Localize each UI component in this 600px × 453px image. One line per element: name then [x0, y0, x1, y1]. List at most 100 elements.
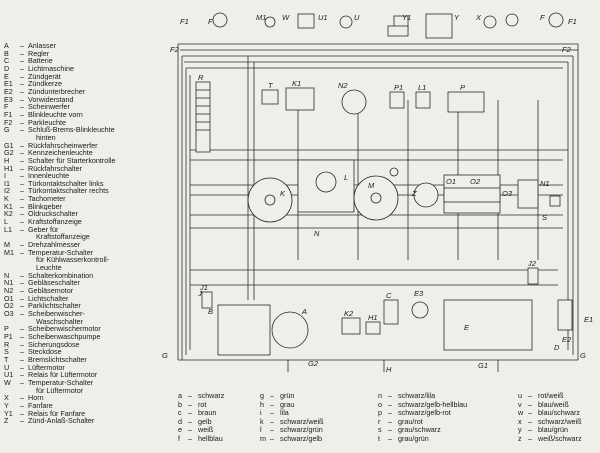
- color-name: weiß/schwarz: [538, 433, 582, 443]
- legend-item: A–Anlasser: [4, 42, 180, 50]
- label-F2-right: F2: [562, 45, 572, 54]
- legend-item: H–Schalter für Starterkontrolle: [4, 157, 180, 165]
- label-G-right: G: [580, 351, 586, 360]
- legend-dash: –: [20, 278, 24, 288]
- legend-dash: –: [20, 102, 24, 112]
- legend-text: Öldruckschalter: [28, 210, 78, 219]
- legend-code: U: [4, 362, 10, 372]
- legend-item: N2–Gebläsemotor: [4, 287, 180, 295]
- legend-dash: –: [20, 48, 24, 58]
- legend-code: B: [4, 48, 9, 58]
- color-key-item: v–blau/weiß: [518, 399, 582, 410]
- color-code: w: [518, 408, 524, 418]
- legend-code: L1: [4, 224, 12, 234]
- legend-code: Y1: [4, 408, 13, 418]
- legend-dash: –: [20, 209, 24, 219]
- legend-code: M1: [4, 247, 14, 257]
- label-L: L: [344, 173, 348, 182]
- color-code: e: [178, 425, 182, 435]
- legend-text: Temperatur-Schalter: [28, 248, 94, 257]
- color-name: schwarz/grün: [280, 425, 323, 435]
- color-code: n: [378, 391, 382, 400]
- color-key-item: t–grau/grün: [378, 433, 467, 444]
- color-name: schwarz/lila: [398, 391, 436, 400]
- legend-code: E: [4, 71, 9, 81]
- legend-text-continued: Waschschalter: [36, 316, 83, 326]
- label-R: R: [198, 73, 204, 82]
- legend-item: W–Temperatur-Schalter: [4, 379, 180, 387]
- color-name: rot/weiß: [538, 391, 564, 400]
- legend-dash: –: [20, 201, 24, 211]
- legend-dash: –: [20, 117, 24, 127]
- color-dash: –: [388, 425, 392, 435]
- legend-code: H: [4, 155, 10, 165]
- legend-item: M–Drehzahlmesser: [4, 241, 180, 249]
- legend-text: Blinkgeber: [28, 202, 62, 211]
- legend-text: Sicherungsdose: [28, 340, 80, 349]
- legend-item: E1–Zündkerze: [4, 80, 180, 88]
- legend-text: Drehzahlmesser: [28, 241, 81, 249]
- legend-text: Gebläsemotor: [28, 287, 74, 295]
- legend-dash: –: [20, 324, 24, 334]
- legend-code: E2: [4, 86, 13, 96]
- color-key-item: p–schwarz/gelb-rot: [378, 408, 467, 418]
- legend-code: I2: [4, 186, 10, 196]
- legend-text: Lichtmaschine: [28, 64, 74, 73]
- label-L1: L1: [418, 83, 426, 92]
- label-P: P: [460, 83, 465, 92]
- legend-code: P1: [4, 331, 13, 341]
- legend-text: Zündunterbrecher: [28, 87, 86, 96]
- color-key-item: b–rot: [178, 399, 224, 410]
- legend-item: O3–Scheibenwischer-: [4, 310, 180, 318]
- legend-code: Z: [4, 416, 9, 426]
- legend-text: Relais für Lüftermotor: [28, 371, 98, 379]
- label-J2: J2: [527, 259, 537, 268]
- label-T: T: [268, 81, 274, 90]
- legend-item: G2–Kennzeichenleuchte: [4, 149, 180, 157]
- legend-item: P1–Scheibenwaschpumpe: [4, 333, 180, 341]
- label-D: D: [554, 343, 560, 352]
- legend-item: B–Regler: [4, 48, 180, 58]
- color-code: s: [378, 425, 382, 435]
- color-dash: –: [388, 416, 392, 426]
- legend-text: Scheibenwaschpumpe: [28, 332, 101, 341]
- legend-item: D–Lichtmaschine: [4, 65, 180, 73]
- color-dash: –: [270, 391, 274, 400]
- legend-text: Lüftermotor: [28, 363, 65, 372]
- color-key-item: o–schwarz/gelb-hellblau: [378, 399, 468, 410]
- color-code: t: [378, 433, 380, 443]
- label-K: K: [280, 189, 286, 198]
- legend-text: Lichtschalter: [28, 294, 69, 303]
- color-key-item: n–schwarz/lila: [378, 391, 467, 401]
- legend-text: Rückfahrschalter: [28, 164, 82, 173]
- color-key-item: s–grau/schwarz: [378, 426, 467, 435]
- color-code: v: [518, 399, 522, 409]
- legend-item: L1–Geber für: [4, 226, 180, 234]
- label-B: B: [208, 307, 213, 316]
- legend-code: O3: [4, 308, 14, 318]
- legend-item: E3–Vorwiderstand: [4, 95, 180, 104]
- legend-dash: –: [20, 270, 24, 280]
- legend-item: K1–Blinkgeber: [4, 203, 180, 211]
- label-M: M: [368, 181, 375, 190]
- color-code: g: [260, 391, 264, 400]
- color-name: lila: [280, 408, 289, 418]
- legend-dash: –: [20, 339, 24, 349]
- color-code: f: [178, 433, 180, 443]
- legend-text: Blinkleuchte vorn: [28, 110, 83, 119]
- legend-item: G1–Rückfahrscheinwerfer: [4, 141, 180, 150]
- label-G2: G2: [308, 359, 319, 368]
- color-code: b: [178, 399, 182, 409]
- color-name: schwarz/gelb-hellblau: [398, 399, 468, 409]
- legend-dash: –: [20, 155, 24, 165]
- label-E: E: [464, 323, 470, 332]
- color-name: blau/grün: [538, 425, 568, 435]
- label-F1-right: F1: [568, 17, 577, 26]
- legend-code: G2: [4, 148, 14, 158]
- color-name: grau/schwarz: [398, 425, 441, 435]
- legend-code: A: [4, 41, 9, 50]
- legend-dash: –: [20, 63, 24, 73]
- legend-item: K2–Öldruckschalter: [4, 210, 180, 218]
- color-name: grau: [280, 399, 295, 409]
